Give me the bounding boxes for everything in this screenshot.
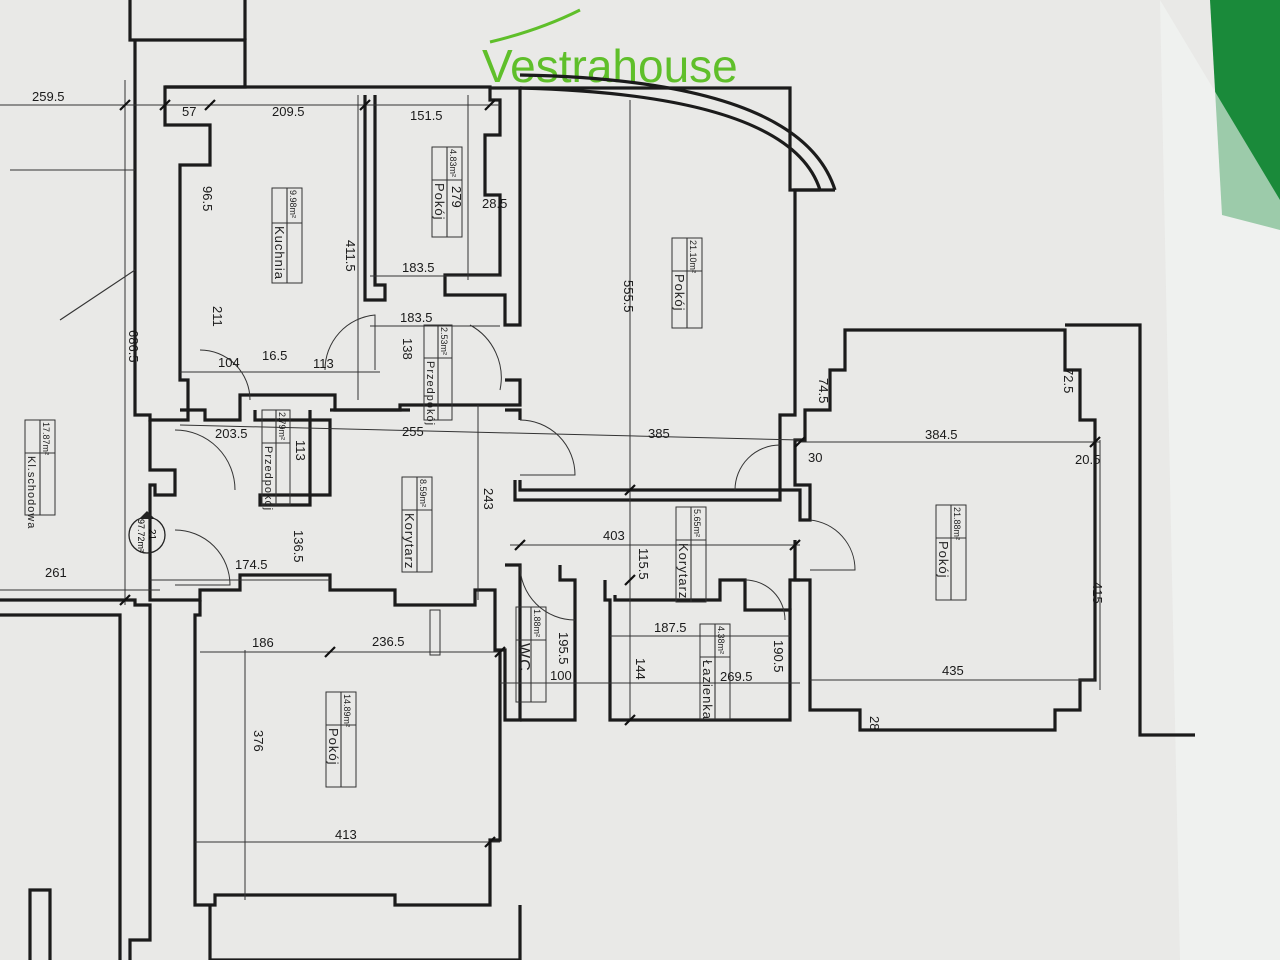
dim-label: 20.5 bbox=[1075, 452, 1100, 467]
paper-glare bbox=[1160, 0, 1280, 960]
svg-text:Pokój: Pokój bbox=[936, 541, 951, 579]
svg-text:4.83m²: 4.83m² bbox=[448, 149, 458, 177]
dim-label: 186 bbox=[252, 635, 274, 650]
svg-text:9.98m²: 9.98m² bbox=[288, 190, 298, 218]
dim-label: 203.5 bbox=[215, 426, 248, 441]
dimension-labels: 259.5 57 209.5 151.5 96.5 279 28.5 411.5… bbox=[32, 89, 1105, 842]
dim-label: 113 bbox=[293, 440, 308, 461]
svg-text:1.88m²: 1.88m² bbox=[532, 609, 542, 637]
dim-label: 144 bbox=[633, 658, 648, 680]
room-tag-pokoj-14-89: 14.89m² Pokój bbox=[325, 691, 357, 788]
room-tag-przedpokoj-2-53: 2.53m² Przedpokój bbox=[423, 324, 453, 426]
room-tag-korytarz-5-65: 5.65m² Korytarz bbox=[675, 506, 707, 603]
dim-label: 190.5 bbox=[771, 640, 786, 673]
dim-label: 187.5 bbox=[654, 620, 687, 635]
dimension-lines bbox=[0, 80, 1101, 900]
svg-text:4.38m²: 4.38m² bbox=[716, 626, 726, 654]
dim-label: 28.5 bbox=[482, 196, 507, 211]
dim-label: 435 bbox=[942, 663, 964, 678]
svg-text:2.79m²: 2.79m² bbox=[277, 412, 287, 440]
dim-label: 74.5 bbox=[816, 378, 831, 403]
svg-text:Korytarz: Korytarz bbox=[402, 513, 417, 569]
dim-label: 236.5 bbox=[372, 634, 405, 649]
room-tag-pokoj-small: 4.83m² Pokój bbox=[431, 146, 463, 238]
dim-label: 255 bbox=[402, 424, 424, 439]
dim-label: 259.5 bbox=[32, 89, 65, 104]
dim-label: 174.5 bbox=[235, 557, 268, 572]
dimension-ticks bbox=[119, 99, 1101, 848]
dim-label: 104 bbox=[218, 355, 240, 370]
svg-text:17.87m²: 17.87m² bbox=[41, 422, 51, 455]
svg-text:8.59m²: 8.59m² bbox=[418, 479, 428, 507]
dim-label: 403 bbox=[603, 528, 625, 543]
room-tags: 9.98m² Kuchnia 4.83m² Pokój 21.10m² Pokó… bbox=[24, 146, 967, 788]
dim-label: 411.5 bbox=[343, 240, 358, 272]
dim-label: 269.5 bbox=[720, 669, 753, 684]
dim-label: 415 bbox=[1090, 582, 1105, 604]
dim-label: 113 bbox=[313, 356, 334, 371]
dim-label: 413 bbox=[335, 827, 357, 842]
dim-label: 100 bbox=[550, 668, 572, 683]
room-tag-klatka-schodowa: 17.87m² Kl.schodowa bbox=[24, 419, 56, 529]
svg-text:Kuchnia: Kuchnia bbox=[272, 226, 287, 280]
dim-label: 195.5 bbox=[556, 632, 571, 665]
dim-label: 72.5 bbox=[1061, 368, 1076, 393]
dim-label: 183.5 bbox=[400, 310, 433, 325]
dim-label: 686.5 bbox=[126, 330, 141, 363]
svg-text:Pokój: Pokój bbox=[432, 183, 447, 221]
svg-text:Pokój: Pokój bbox=[326, 728, 341, 766]
dim-label: 151.5 bbox=[410, 108, 443, 123]
svg-text:Przedpokój: Przedpokój bbox=[262, 446, 274, 511]
svg-text:5.65m²: 5.65m² bbox=[692, 509, 702, 537]
svg-text:Przedpokój: Przedpokój bbox=[424, 361, 436, 426]
dim-label: 136.5 bbox=[291, 530, 306, 563]
dim-label: 115.5 bbox=[636, 548, 651, 580]
dim-label: 376 bbox=[251, 730, 266, 752]
svg-text:Korytarz: Korytarz bbox=[676, 543, 691, 599]
svg-text:21: 21 bbox=[146, 529, 157, 541]
logo-swoosh bbox=[489, 8, 581, 44]
vestrahouse-logo: Vestrahouse bbox=[482, 40, 738, 92]
svg-text:Łazienka: Łazienka bbox=[700, 660, 715, 720]
svg-text:14.89m²: 14.89m² bbox=[342, 694, 352, 727]
svg-text:2.53m²: 2.53m² bbox=[439, 327, 449, 355]
svg-text:21.88m²: 21.88m² bbox=[952, 507, 962, 540]
walls bbox=[0, 0, 1195, 960]
dim-label: 555.5 bbox=[621, 280, 636, 313]
svg-text:Kl.schodowa: Kl.schodowa bbox=[25, 456, 37, 529]
dim-label: 57 bbox=[182, 104, 196, 119]
dim-label: 261 bbox=[45, 565, 67, 580]
room-tag-pokoj-21-10: 21.10m² Pokój bbox=[671, 237, 703, 329]
dim-label: 211 bbox=[210, 306, 225, 327]
dim-label: 138 bbox=[400, 338, 415, 360]
svg-text:Pokój: Pokój bbox=[672, 274, 687, 312]
dim-label: 209.5 bbox=[272, 104, 305, 119]
dim-label: 183.5 bbox=[402, 260, 435, 275]
dim-label: 243 bbox=[481, 488, 496, 510]
dim-label: 385 bbox=[648, 426, 670, 441]
svg-text:WC: WC bbox=[515, 643, 532, 672]
dim-label: 384.5 bbox=[925, 427, 958, 442]
room-tag-lazienka: 4.38m² Łazienka bbox=[699, 623, 731, 720]
room-tag-kuchnia: 9.98m² Kuchnia bbox=[271, 187, 303, 284]
apartment-marker: 21 97.72m² bbox=[128, 511, 166, 554]
dim-label: 16.5 bbox=[262, 348, 287, 363]
dim-label: 28 bbox=[867, 716, 882, 730]
dim-label: 30 bbox=[808, 450, 822, 465]
room-tag-przedpokoj-2-79: 2.79m² Przedpokój bbox=[261, 409, 291, 511]
room-tag-korytarz-8-59: 8.59m² Korytarz bbox=[401, 476, 433, 573]
doors bbox=[174, 314, 856, 656]
svg-text:97.72m²: 97.72m² bbox=[136, 519, 146, 552]
svg-text:21.10m²: 21.10m² bbox=[688, 240, 698, 273]
room-tag-pokoj-21-88: 21.88m² Pokój bbox=[935, 504, 967, 601]
room-tag-wc: 1.88m² WC bbox=[515, 606, 547, 703]
dim-label: 96.5 bbox=[200, 186, 215, 211]
dim-label: 279 bbox=[449, 186, 464, 208]
